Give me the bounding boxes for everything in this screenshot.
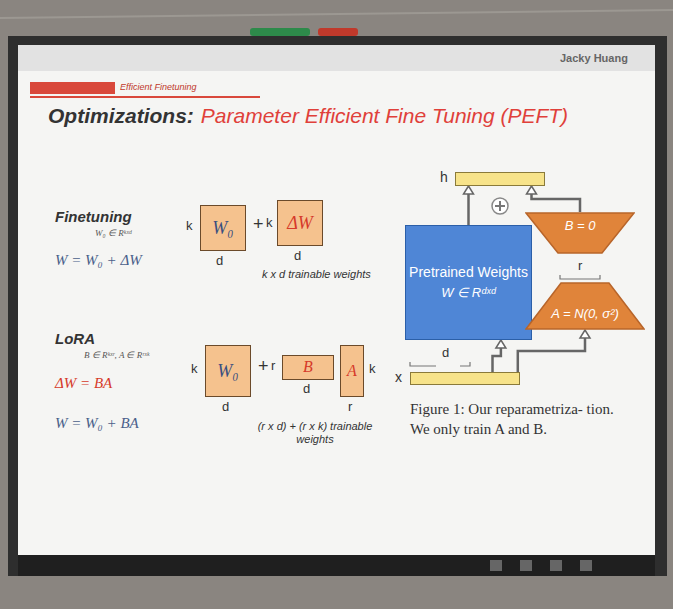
trapezoid-shape <box>526 213 634 253</box>
rank-label: r <box>578 259 582 274</box>
node-text: W ∈ Rᵈˣᵈ <box>441 286 496 301</box>
title-row: Optimizations: Parameter Efficient Fine T… <box>48 104 568 128</box>
section-heading: LoRA <box>55 330 95 347</box>
control-icon <box>580 560 592 571</box>
arrow-connector <box>464 186 474 225</box>
dimension-label: k <box>191 362 198 377</box>
arrow-head <box>580 330 590 338</box>
node-text: W₀ <box>217 361 238 382</box>
node-text: A <box>347 362 357 380</box>
dimension-label: k <box>186 219 193 234</box>
output-vector: h <box>455 172 545 186</box>
plus-symbol <box>495 201 505 211</box>
arrow-head <box>496 340 506 348</box>
section-name: Efficient Finetuning <box>120 82 197 92</box>
dimension-label: r <box>348 400 352 415</box>
formula: ΔW = BA <box>55 375 112 392</box>
control-bar <box>18 555 655 576</box>
dimension-label: d <box>222 400 229 415</box>
weight-matrix: W₀ <box>200 205 246 251</box>
plus-bubble <box>492 198 508 214</box>
plus-sign: + <box>258 356 269 377</box>
author-name: Jacky Huang <box>560 52 628 65</box>
connector-line <box>467 194 470 225</box>
slide <box>18 45 655 555</box>
control-icon <box>490 560 502 571</box>
shape-note: W₀ ∈ Rᵏˣᵈ <box>95 228 132 238</box>
node-text: x <box>395 369 402 385</box>
weight-matrix: W₀ <box>205 345 251 397</box>
node-text: ΔW <box>287 213 313 234</box>
plus-sign: + <box>253 214 264 235</box>
formula: W = W₀ + BA <box>55 415 139 432</box>
ceiling-seam <box>0 10 673 18</box>
arrow-head <box>527 186 537 194</box>
trapezoid-shape <box>526 283 644 329</box>
dimension-label: d <box>303 382 310 397</box>
meeting-bar <box>250 28 310 36</box>
dimension-label: k <box>266 216 273 231</box>
dim-bracket <box>410 362 470 366</box>
dimension-label: d <box>216 254 223 269</box>
connector-line <box>493 348 501 372</box>
weight-count: (r x d) + (r x k) trainable weights <box>245 420 385 445</box>
connector-line <box>532 194 581 212</box>
weight-count: k x d trainable weights <box>262 268 371 281</box>
arrow-connector <box>527 186 581 212</box>
lora-b-matrix: B <box>282 355 334 380</box>
rank-bracket <box>560 275 600 279</box>
screen-frame <box>8 36 667 576</box>
slide-header <box>18 45 655 71</box>
meeting-stop <box>318 28 358 36</box>
dimension-label: r <box>271 359 275 374</box>
arrow-head <box>464 186 474 194</box>
node-text: B = 0 <box>565 219 596 234</box>
node-text: Pretrained Weights <box>409 264 528 280</box>
lora-a-matrix: A <box>340 345 364 397</box>
section-heading: Finetuning <box>55 208 132 225</box>
node-text: B <box>303 358 313 376</box>
dimension-label: d <box>294 249 301 264</box>
slide-title: Parameter Efficient Fine Tuning (PEFT) <box>201 104 568 128</box>
control-icon <box>520 560 532 571</box>
b-trapezoid: B = 0 <box>525 212 635 254</box>
node-text: A = N(0, σ²) <box>551 307 619 322</box>
control-icon <box>550 560 562 571</box>
section-line <box>30 96 260 98</box>
pretrained-weights: Pretrained Weights W ∈ Rᵈˣᵈ <box>405 225 532 340</box>
dimension-label: d <box>442 346 449 361</box>
connector-line <box>518 338 585 372</box>
shape-note: B ∈ Rᵏˣʳ, A ∈ Rʳˣᵏ <box>84 350 149 360</box>
a-trapezoid: A = N(0, σ²) <box>525 282 645 330</box>
node-text: W₀ <box>212 218 233 239</box>
dimension-label: k <box>369 362 376 377</box>
section-tag <box>30 82 115 94</box>
arrow-connector <box>493 340 506 372</box>
node-text: h <box>440 169 448 185</box>
input-vector: x <box>410 372 520 385</box>
slide-title: Optimizations: <box>48 104 194 128</box>
delta-matrix: ΔW <box>277 200 323 246</box>
figure-caption: Figure 1: Our reparametriza- tion. We on… <box>410 400 625 439</box>
formula: W = W₀ + ΔW <box>55 252 142 269</box>
